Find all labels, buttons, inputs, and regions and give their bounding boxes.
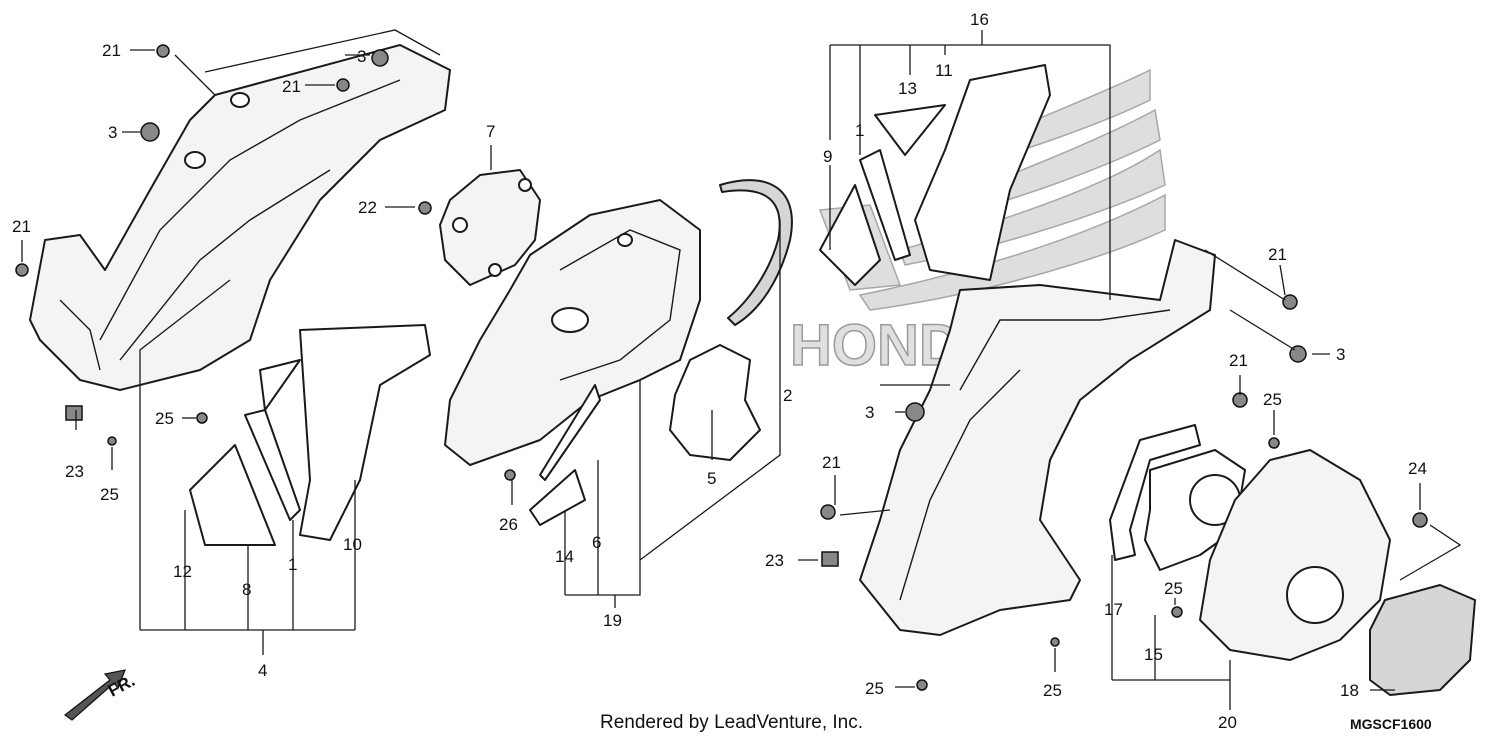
- diagram-code: MGSCF1600: [1350, 716, 1432, 732]
- inner-panel: [444, 179, 793, 526]
- left-middle-cowl: [29, 44, 451, 391]
- callout-25: 25: [100, 485, 119, 504]
- callout-8: 8: [242, 580, 251, 599]
- callout-numbers: 21 3 21 3 21 7 22 23 25 25 12 8 1 10 4 2…: [12, 10, 1427, 732]
- callout-7: 7: [486, 122, 495, 141]
- callout-21: 21: [282, 77, 301, 96]
- callout-5: 5: [707, 469, 716, 488]
- callout-4: 4: [258, 661, 267, 680]
- callout-1: 1: [855, 121, 864, 140]
- callout-23: 23: [765, 551, 784, 570]
- callout-2: 2: [783, 386, 792, 405]
- callout-15: 15: [1144, 645, 1163, 664]
- callout-26: 26: [499, 515, 518, 534]
- callout-21: 21: [102, 41, 121, 60]
- callout-1: 1: [288, 555, 297, 574]
- callout-25: 25: [1043, 681, 1062, 700]
- right-stripe-stickers: [819, 64, 1051, 286]
- callout-19: 19: [603, 611, 622, 630]
- callout-14: 14: [555, 547, 574, 566]
- callout-21: 21: [822, 453, 841, 472]
- callout-3: 3: [1336, 345, 1345, 364]
- callout-24: 24: [1408, 459, 1427, 478]
- front-direction-arrow: FR.: [63, 669, 138, 721]
- left-stripe-stickers: [189, 324, 431, 546]
- callout-3: 3: [108, 123, 117, 142]
- leader-lines: [21, 29, 1462, 710]
- callout-25: 25: [1164, 579, 1183, 598]
- callout-21: 21: [1268, 245, 1287, 264]
- hardware-fasteners: [15, 44, 1428, 691]
- callout-23: 23: [65, 462, 84, 481]
- callout-20: 20: [1218, 713, 1237, 732]
- callout-18: 18: [1340, 681, 1359, 700]
- callout-16: 16: [970, 10, 989, 29]
- callout-17: 17: [1104, 600, 1123, 619]
- callout-6: 6: [592, 533, 601, 552]
- callout-3: 3: [865, 403, 874, 422]
- small-cover: [439, 169, 541, 286]
- right-middle-cowl: [859, 239, 1476, 696]
- callout-25: 25: [1263, 390, 1282, 409]
- callout-25: 25: [155, 409, 174, 428]
- callout-9: 9: [823, 147, 832, 166]
- callout-13: 13: [898, 79, 917, 98]
- callout-12: 12: [173, 562, 192, 581]
- callout-25: 25: [865, 679, 884, 698]
- callout-21: 21: [12, 217, 31, 236]
- callout-11: 11: [935, 61, 953, 80]
- callout-22: 22: [358, 198, 377, 217]
- callout-21: 21: [1229, 351, 1248, 370]
- callout-10: 10: [343, 535, 362, 554]
- callout-3: 3: [357, 47, 366, 66]
- credit-text: Rendered by LeadVenture, Inc.: [600, 712, 864, 733]
